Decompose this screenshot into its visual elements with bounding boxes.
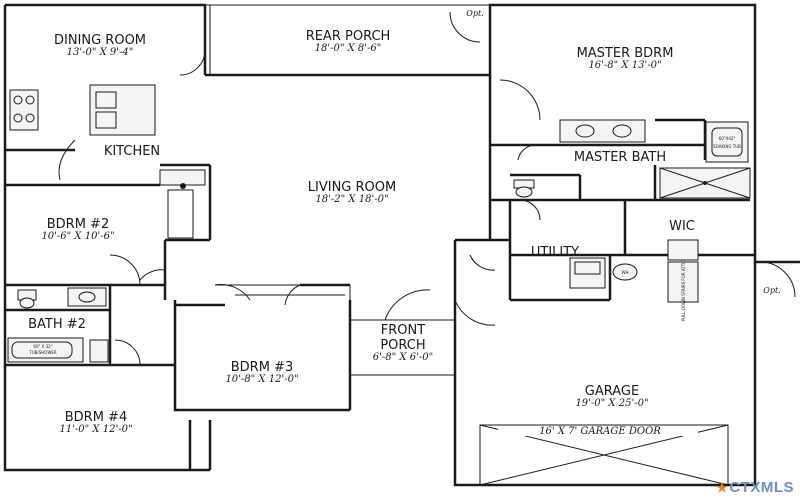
room-labels: DINING ROOM 13'-0" X 9'-4" REAR PORCH 18… <box>28 29 695 435</box>
label-wic: WIC <box>669 219 695 234</box>
label-bedroom-2: BDRM #2 <box>47 217 109 232</box>
label-kitchen: KITCHEN <box>104 144 160 159</box>
soaking-tub <box>705 121 749 163</box>
label-rear-porch: REAR PORCH <box>306 29 391 44</box>
size-rear-porch: 18'-0" X 8'-6" <box>315 43 382 54</box>
label-bedroom-4: BDRM #4 <box>65 410 127 425</box>
logo-text: CTXMLS <box>729 479 794 496</box>
label-bath-2: BATH #2 <box>28 317 86 332</box>
size-dining-room: 13'-0" X 9'-4" <box>67 47 134 58</box>
tub-sublabel: TUB/SHOWER <box>28 350 57 355</box>
label-utility: UTILITY <box>531 245 579 260</box>
range <box>9 89 39 131</box>
size-bedroom-4: 11'-0" X 12'-0" <box>59 424 132 435</box>
opt-label-top: Opt. <box>466 9 483 18</box>
fixtures: 60" X 32" TUB/SHOWER 60"X42" SOAKING TUB… <box>7 84 751 363</box>
size-garage: 19'-0" X 25'-0" <box>575 398 648 409</box>
water-heater <box>612 263 638 281</box>
tub-label: 60" X 32" <box>33 344 52 349</box>
label-front-porch-1: FRONT <box>381 323 425 338</box>
annotations: Opt. Opt. 16' X 7' GARAGE DOOR <box>466 9 780 437</box>
washer-dryer <box>569 257 606 289</box>
label-living-room: LIVING ROOM <box>308 180 396 195</box>
double-vanity <box>559 119 646 143</box>
label-bedroom-3: BDRM #3 <box>231 360 293 375</box>
size-front-porch: 6'-8" X 6'-0" <box>373 352 433 363</box>
size-bedroom-2: 10'-6" X 10'-6" <box>41 231 114 242</box>
size-living-room: 18'-2" X 18'-0" <box>315 194 388 205</box>
sink-bath2 <box>67 287 107 307</box>
wh-label: WH <box>622 270 629 275</box>
ctxmls-logo: ★CTXMLS <box>716 479 794 496</box>
texas-star-icon: ★ <box>716 480 729 495</box>
label-garage: GARAGE <box>585 384 639 399</box>
size-bedroom-3: 10'-8" X 12'-0" <box>225 374 298 385</box>
kitchen-island <box>89 84 156 136</box>
label-master-bedroom: MASTER BDRM <box>577 46 674 61</box>
attic-access-panel <box>667 261 699 303</box>
interior-walls <box>5 4 755 486</box>
bath-tub-label: 60"X42" <box>719 136 736 141</box>
opt-label-right: Opt. <box>763 286 780 295</box>
soaking-tub-label: SOAKING TUB <box>713 144 741 149</box>
label-front-porch-2: PORCH <box>380 338 425 353</box>
door-swings <box>58 11 796 366</box>
refrigerator <box>159 169 206 186</box>
size-master-bedroom: 16'-8" X 13'-0" <box>588 60 661 71</box>
label-master-bath: MASTER BATH <box>574 150 666 165</box>
attic-panel-label: PULL DOWN STAIRS FOR ATTIC ACCESS <box>681 242 686 321</box>
garage-door-label: 16' X 7' GARAGE DOOR <box>539 426 661 437</box>
label-dining-room: DINING ROOM <box>54 33 146 48</box>
